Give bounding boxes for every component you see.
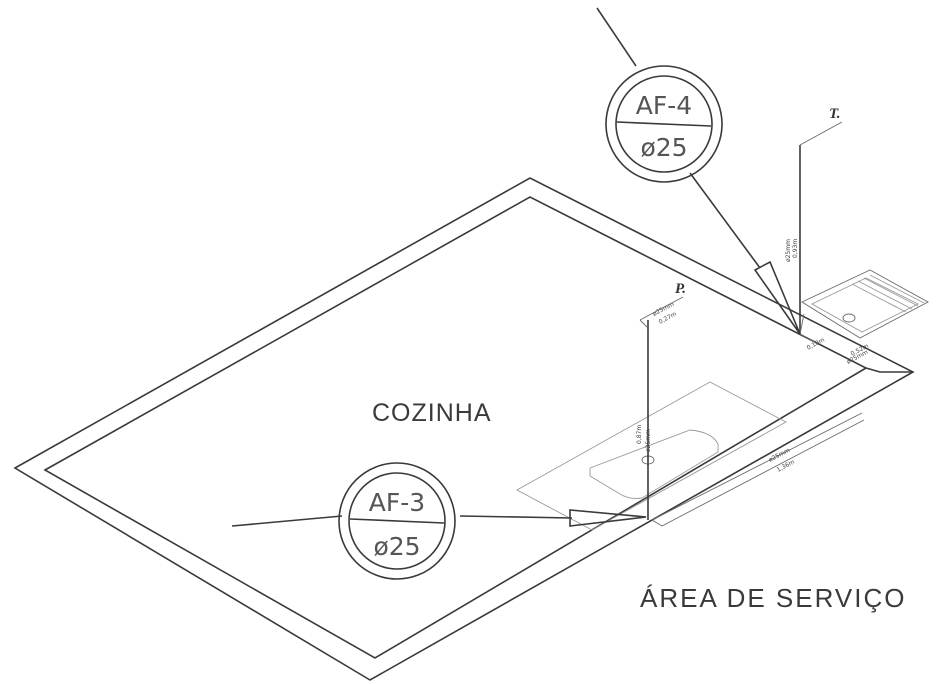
point-label-t: T. [829, 106, 841, 122]
dim-riser-t-diameter: ø25mm [785, 239, 792, 262]
room-label-service-area: ÁREA DE SERVIÇO [640, 583, 907, 613]
sink-basin [589, 429, 719, 499]
tag-af4-code: AF-4 [636, 91, 692, 120]
counter-outline [516, 381, 787, 531]
tank-drain [842, 313, 856, 323]
tag-af4-inner-circle [615, 75, 713, 173]
tank-branch [799, 333, 819, 345]
af4-arrow [753, 260, 801, 335]
tank-branch-2 [799, 313, 805, 335]
leader-lines [231, 7, 801, 527]
dim-sink-riser-diameter: ø25mm [645, 429, 652, 452]
dimension-annotations: ø25mm 0,93m ø25mm 0,27m 0,87m ø25mm 0,10… [636, 239, 870, 474]
bottom-run-jog [651, 419, 865, 527]
tag-af4: AF-4 ø25 [605, 65, 723, 183]
tank-washboard-ribs [851, 274, 925, 313]
riser-t-top [799, 121, 843, 146]
tank-outline [801, 269, 929, 339]
room-label-kitchen: COZINHA [372, 399, 492, 427]
tag-af4-outer-circle [605, 65, 723, 183]
piping [639, 121, 843, 520]
laundry-tank [801, 269, 929, 339]
sink-counter [516, 381, 865, 531]
room-walls [13, 177, 915, 681]
tag-af3-inner-circle [348, 472, 446, 570]
bottom-supply-run [651, 412, 863, 521]
tag-af3: AF-3 ø25 [338, 462, 456, 580]
tag-af3-code: AF-3 [369, 488, 425, 517]
tank-inner [811, 277, 920, 333]
tag-af3-outer-circle [338, 462, 456, 580]
tag-af4-divider [616, 121, 712, 127]
p-branch [639, 296, 684, 321]
af4-pointer [689, 172, 761, 269]
point-label-p: P. [675, 281, 686, 297]
tag-af4-diameter: ø25 [640, 133, 687, 162]
wall-notch [865, 367, 913, 373]
af3-leader [231, 515, 343, 527]
tag-af3-diameter: ø25 [373, 532, 420, 561]
dim-sink-riser-height: 0,87m [636, 425, 643, 444]
dim-riser-t-height: 0,93m [792, 239, 799, 258]
tag-af3-divider [349, 518, 445, 524]
af3-pointer [459, 515, 573, 519]
af3-arrow [569, 509, 647, 527]
af4-leader [596, 7, 637, 67]
p-branch-jog [639, 319, 649, 329]
